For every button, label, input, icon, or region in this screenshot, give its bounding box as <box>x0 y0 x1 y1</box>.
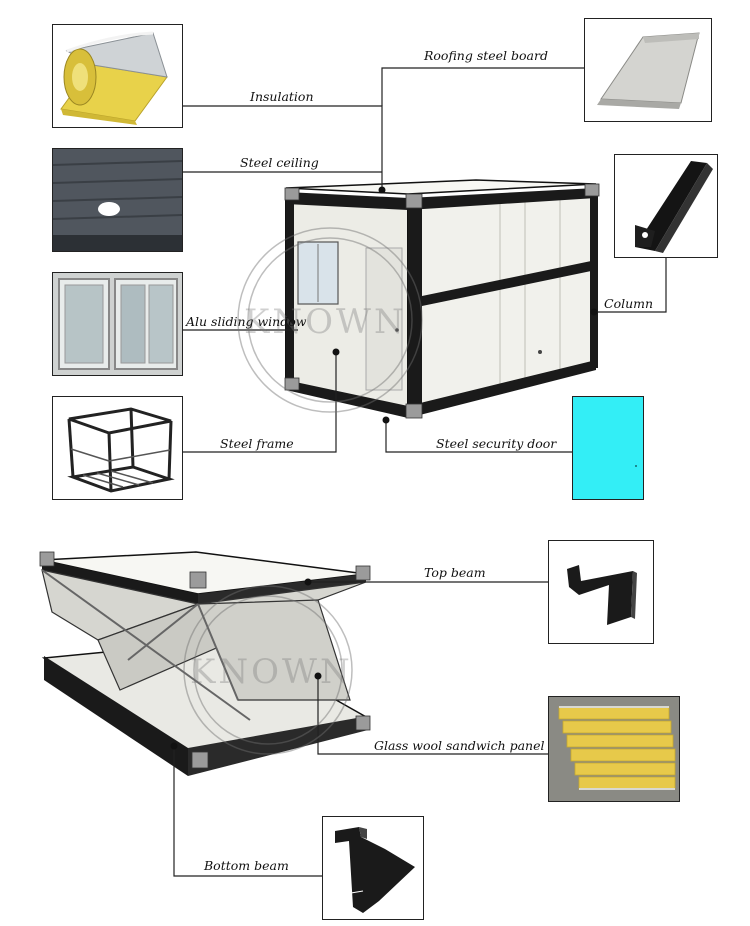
watermark-logo <box>183 227 423 755</box>
label-steel-security-door: Steel security door <box>436 436 557 451</box>
column-profile-icon <box>635 161 713 253</box>
bottom-beam-icon <box>335 827 415 913</box>
label-top-beam: Top beam <box>424 565 486 580</box>
sliding-window-icon <box>53 273 182 375</box>
roof-board-icon <box>597 32 700 109</box>
security-door-swatch <box>572 396 644 500</box>
sandwich-panel-photo <box>548 696 680 802</box>
label-column: Column <box>604 296 654 311</box>
column-photo <box>614 154 718 258</box>
connector-lines <box>173 67 667 877</box>
label-steel-frame: Steel frame <box>220 436 294 451</box>
connector-dots <box>170 186 598 750</box>
label-insulation: Insulation <box>250 89 314 104</box>
watermark-text: KNOWN <box>244 302 407 342</box>
roofing-board-photo <box>584 18 712 122</box>
insulation-roll-icon <box>60 31 168 125</box>
steel-ceiling-photo <box>52 148 183 252</box>
insulation-photo <box>52 24 183 128</box>
label-alu-sliding-window: Alu sliding window <box>186 314 307 329</box>
label-steel-ceiling: Steel ceiling <box>240 155 319 170</box>
label-bottom-beam: Bottom beam <box>204 858 289 873</box>
label-glass-wool-sandwich-panel: Glass wool sandwich panel <box>374 738 545 753</box>
ceiling-light-icon <box>98 202 120 216</box>
folded-container <box>39 551 371 776</box>
watermark-text: KNOWN <box>190 652 353 692</box>
top-beam-icon <box>567 565 637 625</box>
label-roofing-steel-board: Roofing steel board <box>424 48 548 63</box>
bottom-beam-photo <box>322 816 424 920</box>
top-beam-photo <box>548 540 654 644</box>
steel-frame-photo <box>52 396 183 500</box>
sandwich-panel-icon <box>549 697 679 801</box>
alu-window-photo <box>52 272 183 376</box>
steel-frame-icon <box>67 407 175 493</box>
assembled-container <box>284 179 600 419</box>
